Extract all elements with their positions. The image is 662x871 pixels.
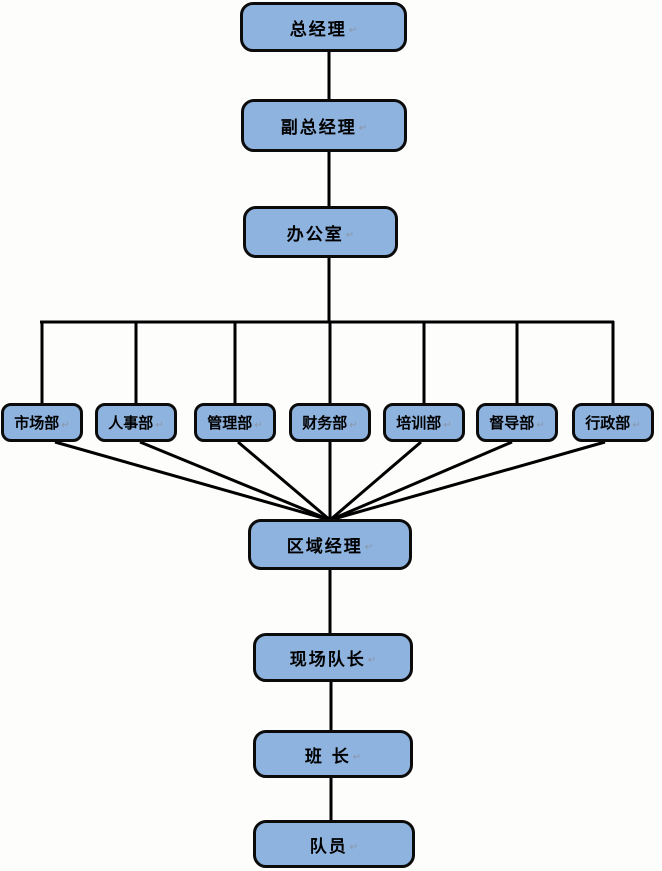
node-marketing-dept[interactable]: 市场部↵: [1, 403, 83, 442]
node-office[interactable]: 办公室↵: [243, 206, 398, 258]
soft-return-mark: ↵: [632, 420, 641, 431]
soft-return-mark: ↵: [348, 24, 358, 36]
node-general-manager[interactable]: 总经理↵: [240, 2, 407, 52]
node-management-dept[interactable]: 管理部↵: [194, 403, 276, 442]
node-label: 市场部: [14, 414, 60, 432]
node-hr-dept[interactable]: 人事部↵: [95, 403, 177, 442]
node-squad-leader[interactable]: 班 长↵: [253, 730, 413, 778]
node-label: 现场队长: [289, 650, 366, 670]
node-training-dept[interactable]: 培训部↵: [383, 403, 465, 442]
soft-return-mark: ↵: [367, 655, 377, 666]
node-label: 总经理: [289, 19, 347, 40]
soft-return-mark: ↵: [349, 420, 358, 431]
node-site-captain[interactable]: 现场队长↵: [253, 633, 413, 682]
node-label: 财务部: [302, 414, 348, 432]
node-label: 队员: [309, 836, 348, 857]
connector-line: [54, 440, 331, 522]
node-label: 班 长: [304, 746, 351, 767]
soft-return-mark: ↵: [254, 420, 263, 431]
node-deputy-general-manager[interactable]: 副总经理↵: [241, 99, 407, 152]
node-label: 行政部: [585, 414, 631, 432]
node-regional-manager[interactable]: 区域经理↵: [248, 519, 412, 570]
node-label: 培训部: [396, 414, 442, 432]
soft-return-mark: ↵: [443, 420, 452, 431]
soft-return-mark: ↵: [364, 542, 374, 553]
node-label: 办公室: [286, 224, 344, 245]
node-team-member[interactable]: 队员↵: [253, 820, 415, 868]
node-supervision-dept[interactable]: 督导部↵: [476, 403, 558, 442]
soft-return-mark: ↵: [61, 420, 70, 431]
node-label: 管理部: [207, 414, 253, 432]
soft-return-mark: ↵: [155, 420, 164, 431]
soft-return-mark: ↵: [352, 751, 362, 763]
connector-line: [237, 440, 331, 522]
node-label: 人事部: [108, 414, 154, 432]
connector-line: [139, 440, 331, 522]
node-label: 督导部: [489, 414, 535, 432]
soft-return-mark: ↵: [358, 123, 368, 134]
connector-line: [329, 440, 513, 522]
connector-line: [329, 440, 422, 522]
connector-line: [329, 440, 606, 522]
node-admin-dept[interactable]: 行政部↵: [572, 403, 654, 442]
soft-return-mark: ↵: [536, 420, 545, 431]
soft-return-mark: ↵: [345, 229, 355, 241]
node-label: 区域经理: [286, 537, 363, 557]
node-label: 副总经理: [280, 118, 357, 138]
node-finance-dept[interactable]: 财务部↵: [289, 403, 371, 442]
soft-return-mark: ↵: [349, 841, 359, 853]
